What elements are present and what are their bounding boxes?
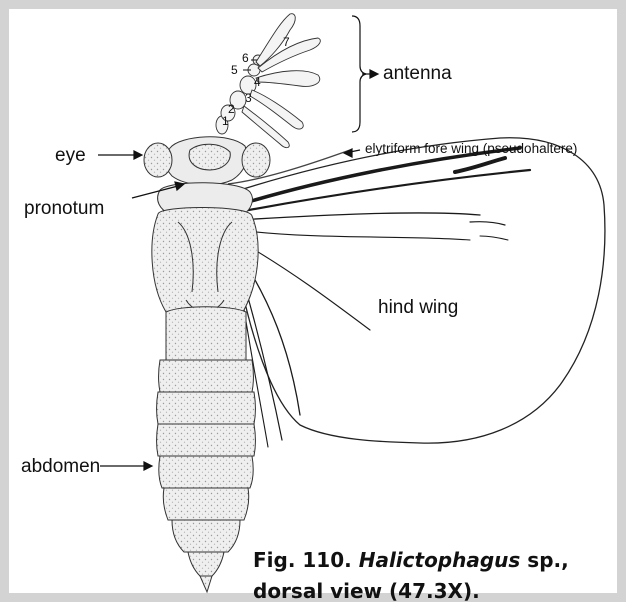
caption-prefix: Fig. 110. [253,548,359,572]
abdomen-label: abdomen [21,457,100,476]
caption-line1-rest: sp., [520,548,568,572]
abdomen-illustration [157,307,256,592]
pronotum-label: pronotum [24,199,104,218]
antenna-segment-number: 7 [283,36,290,48]
antenna-segment-number: 4 [254,76,261,88]
antenna-segment-number: 2 [228,103,235,115]
eye-label: eye [55,146,86,165]
figure-caption: Fig. 110. Halictophagus sp., dorsal view… [253,545,569,607]
caption-genus: Halictophagus [359,548,521,572]
antenna-segment-number: 1 [222,115,229,127]
antenna-segment-number: 5 [231,64,238,76]
antenna-segment-number: 6 [242,52,249,64]
hind-wing-label: hind wing [378,298,458,317]
caption-line2: dorsal view (47.3X). [253,579,480,603]
antenna-label: antenna [383,64,452,83]
antenna-illustration [216,14,320,148]
fore-wing-label: elytriform fore wing (pseudohaltere) [365,142,577,156]
antenna-segment-number: 3 [245,92,252,104]
head-illustration [166,137,247,185]
